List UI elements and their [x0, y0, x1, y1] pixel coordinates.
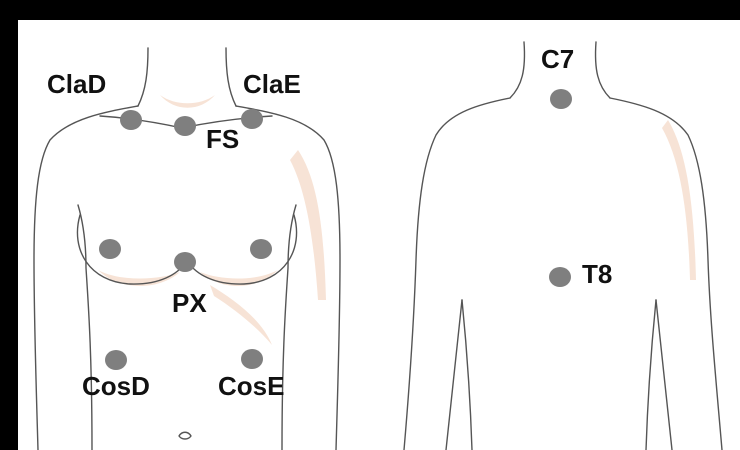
electrode-cose-marker [241, 349, 263, 369]
electrode-clad-marker [120, 110, 142, 130]
front-neck-left [138, 48, 148, 106]
electrode-labels: ClaD ClaE FS PX CosD CosE C7 T8 [47, 44, 612, 401]
label-clae: ClaE [243, 69, 301, 99]
front-neck-right [226, 48, 236, 106]
electrode-px-marker [174, 252, 196, 272]
back-left-shoulder [404, 98, 510, 450]
label-t8: T8 [582, 259, 612, 289]
back-neck-right [596, 42, 610, 98]
front-navel [179, 432, 191, 439]
frame-top-border [0, 0, 740, 20]
label-cose: CosE [218, 371, 284, 401]
electrode-breast-right-marker [250, 239, 272, 259]
back-shoulder-shading [662, 120, 696, 280]
back-left-arm-inner [462, 300, 472, 450]
label-c7: C7 [541, 44, 574, 74]
back-right-torso-side [656, 300, 672, 450]
front-right-torso-side [282, 205, 296, 450]
electrode-fs-marker [174, 116, 196, 136]
front-abdomen-shading [210, 285, 272, 345]
label-clad: ClaD [47, 69, 106, 99]
electrode-c7-marker [550, 89, 572, 109]
back-left-torso-side [446, 300, 462, 450]
back-right-arm-inner [646, 300, 656, 450]
electrode-breast-left-marker [99, 239, 121, 259]
front-collar-shading [160, 95, 215, 108]
electrode-cosd-marker [105, 350, 127, 370]
front-left-torso-side [78, 205, 92, 450]
label-px: PX [172, 288, 207, 318]
back-neck-left [510, 42, 524, 98]
back-electrodes [549, 89, 572, 287]
label-cosd: CosD [82, 371, 150, 401]
front-shoulder-shading [290, 150, 326, 300]
label-fs: FS [206, 124, 239, 154]
electrode-t8-marker [549, 267, 571, 287]
front-torso [34, 48, 340, 450]
electrode-clae-marker [241, 109, 263, 129]
frame-left-border [0, 0, 18, 450]
front-electrodes [99, 109, 272, 370]
front-left-breast [77, 215, 186, 284]
